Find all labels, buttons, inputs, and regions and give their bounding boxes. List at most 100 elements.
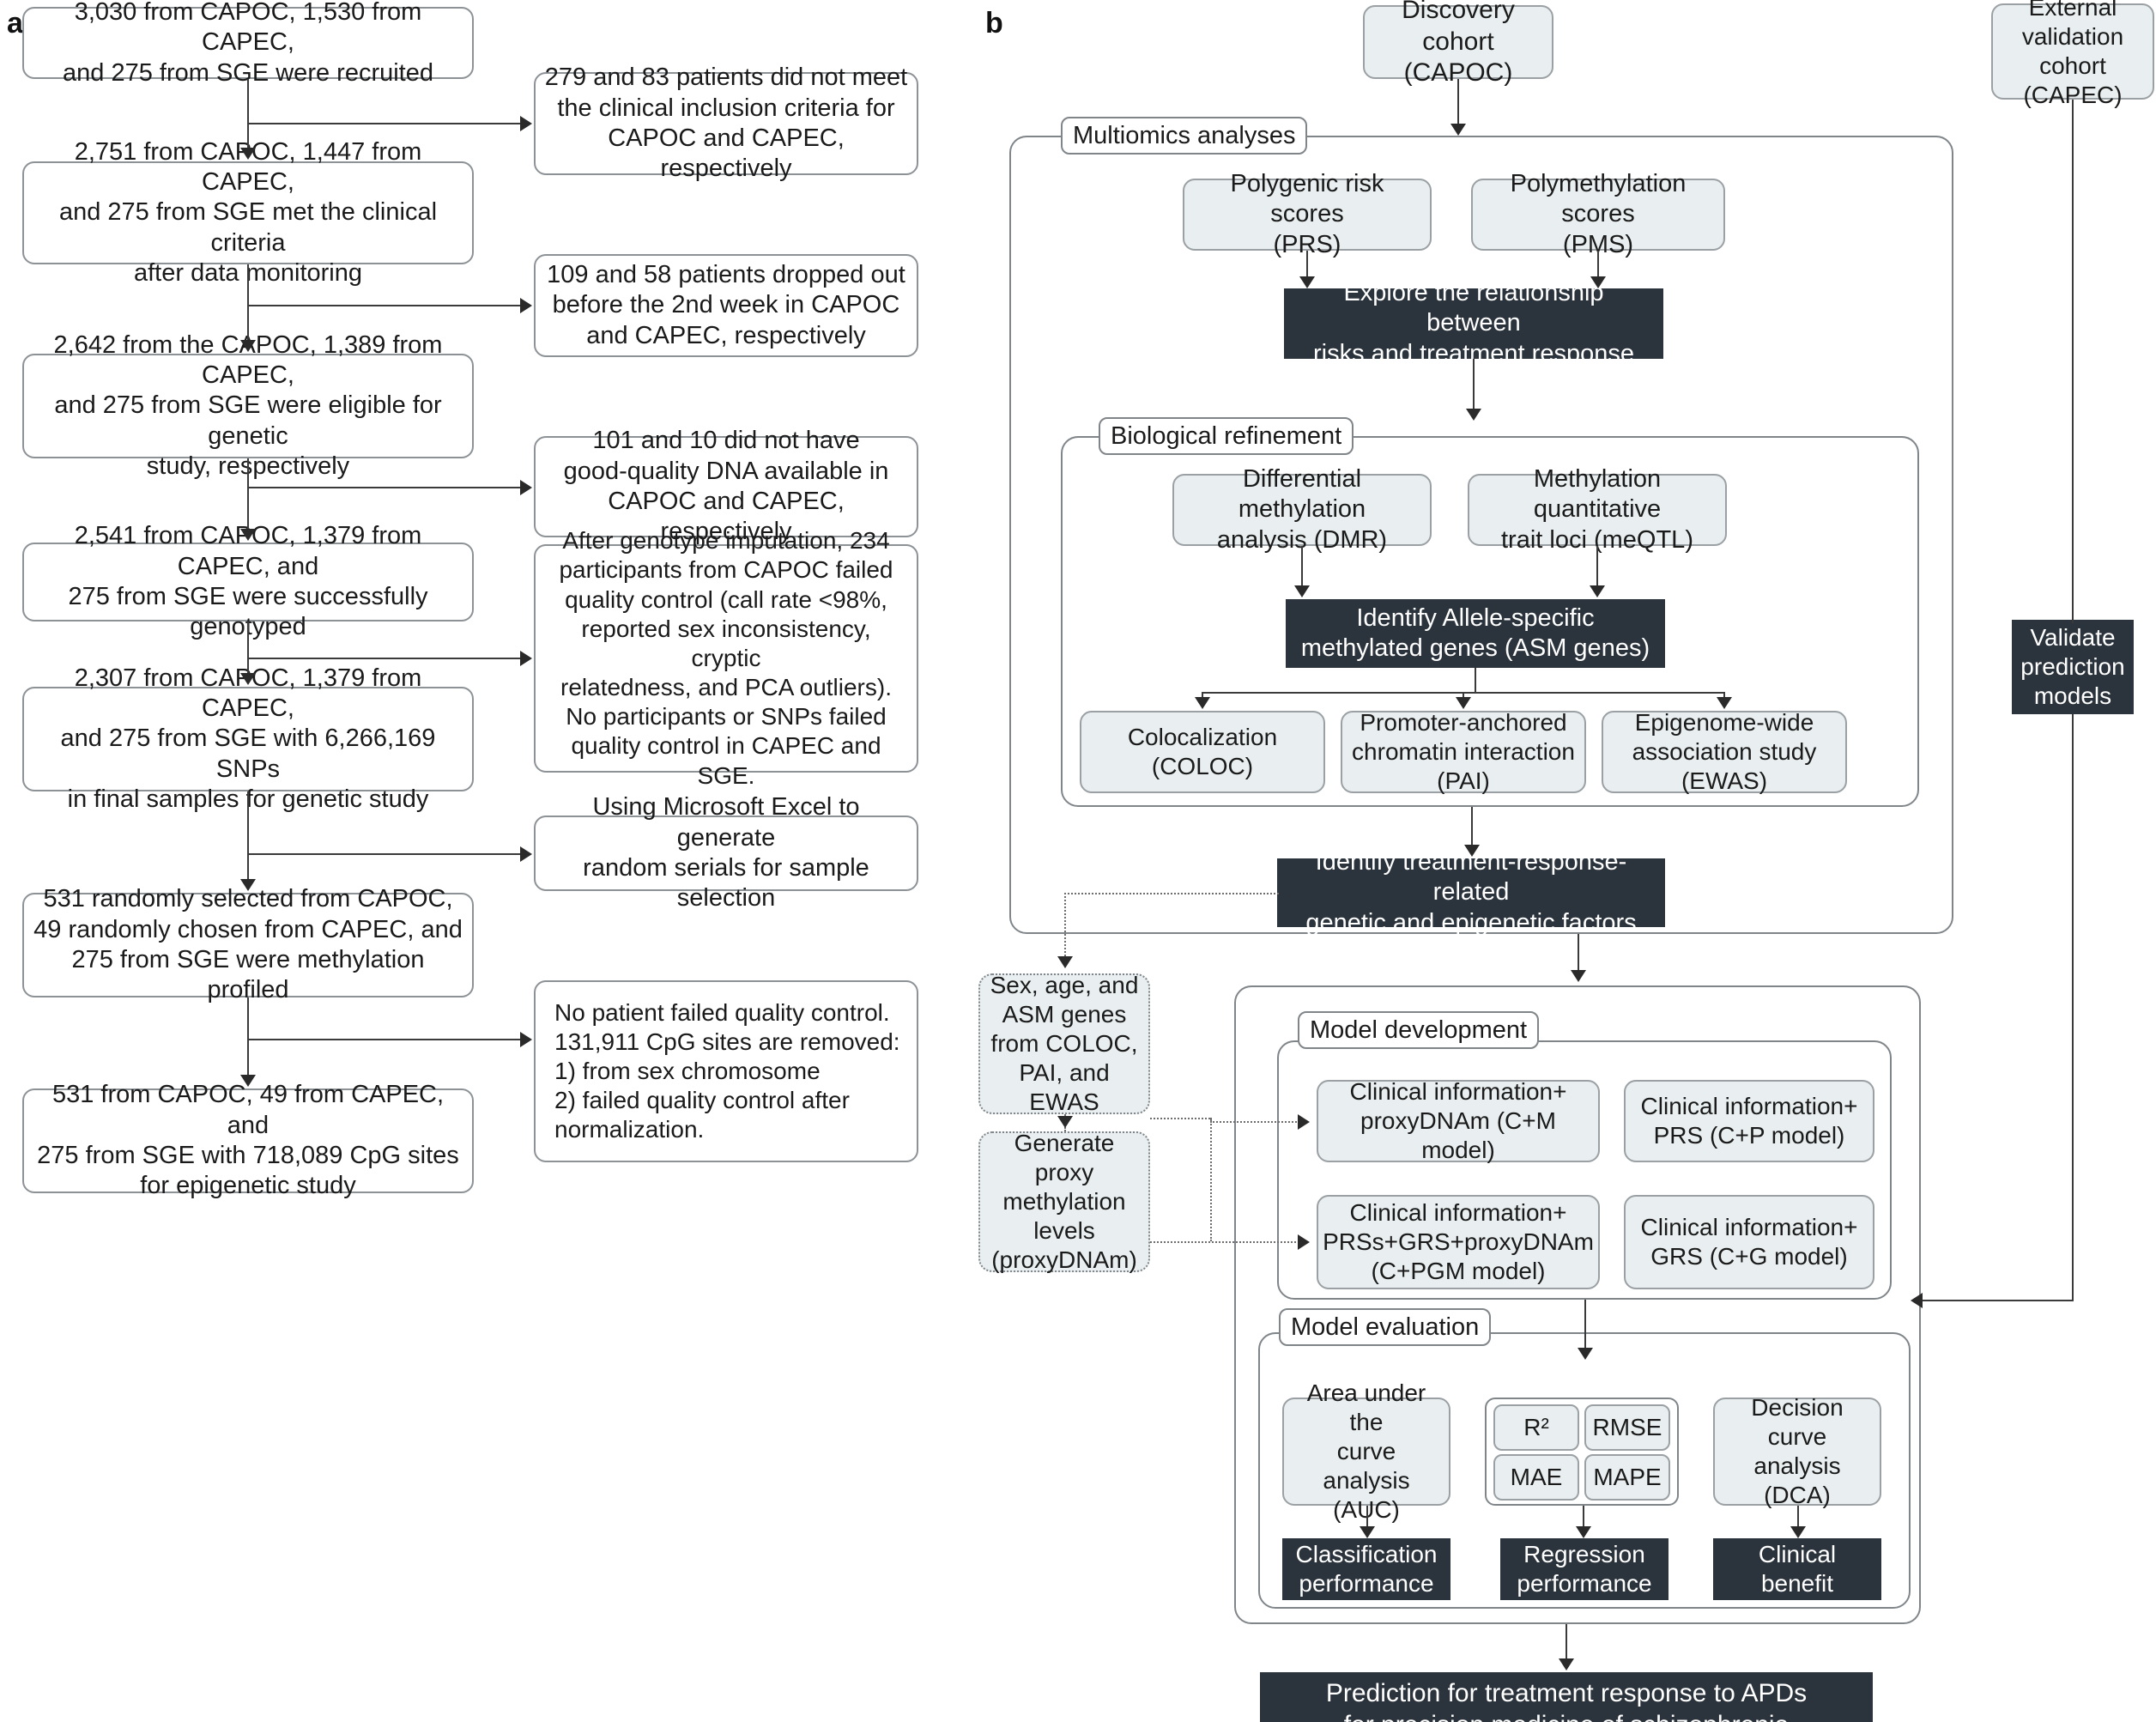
arrowhead-identify-factors: [1464, 845, 1480, 857]
biological-refinement-group: [1061, 436, 1919, 807]
arrowhead-e2: [520, 298, 532, 313]
connector-multiomics-models: [1578, 934, 1579, 970]
clinical-benefit-box: Clinical benefit: [1713, 1538, 1881, 1600]
connector-a6-a7: [247, 997, 249, 1075]
polygenic-risk-scores-box: Polygenic risk scores (PRS): [1183, 170, 1432, 258]
connector-a6-e6: [247, 1039, 522, 1040]
colocalization-box: Colocalization (COLOC): [1080, 711, 1325, 793]
regression-metrics-group: [1485, 1398, 1679, 1506]
connector-models-final: [1566, 1624, 1567, 1658]
arrowhead-a7: [240, 1075, 256, 1087]
meqtl-box: Methylation quantitative trait loci (meQ…: [1468, 465, 1727, 554]
connector-dmr-asm: [1301, 546, 1303, 585]
flow-box-met-criteria: 2,751 from CAPOC, 1,447 from CAPEC, and …: [22, 138, 474, 287]
flow-box-recruited: 3,030 from CAPOC, 1,530 from CAPEC, and …: [22, 0, 474, 87]
connector-a2-a3: [247, 264, 249, 340]
exclusion-box-genotype-qc: After genotype imputation, 234 participa…: [534, 527, 918, 789]
arrowhead-model-cpgm: [1298, 1234, 1310, 1250]
arrowhead-prs-explore: [1299, 276, 1315, 288]
model-evaluation-group-label: Model evaluation: [1279, 1308, 1492, 1346]
identify-asm-genes-box: Identify Allele-specific methylated gene…: [1286, 599, 1665, 668]
arrowhead-meqtl-asm: [1590, 585, 1605, 597]
explore-relationship-box: Explore the relationship between risks a…: [1284, 279, 1663, 367]
metric-r2-label: R²: [1523, 1413, 1549, 1440]
connector-meqtl-asm: [1596, 546, 1598, 585]
external-validation-cohort-box: External validation cohort (CAPEC): [1991, 0, 2154, 108]
arrowhead-final-output: [1559, 1658, 1574, 1670]
connector-a5-e5: [247, 853, 522, 855]
exclusion-box-cpg-removed: No patient failed quality control. 131,9…: [534, 980, 918, 1162]
arrowhead-ewas: [1717, 697, 1732, 709]
connector-a4-a5: [247, 621, 249, 673]
connector-sexage-to-cm-run: [1210, 1121, 1299, 1123]
sex-age-asm-genes-box: Sex, age, and ASM genes from COLOC, PAI,…: [978, 972, 1150, 1115]
model-cm-box: Clinical information+ proxyDNAm (C+M mod…: [1317, 1078, 1600, 1163]
connector-auc-classification: [1366, 1506, 1368, 1526]
connector-a3-a4: [247, 458, 249, 529]
exclusion-box-inclusion-criteria: 279 and 83 patients did not meet the cli…: [534, 64, 918, 182]
arrowhead-coloc: [1195, 697, 1210, 709]
flow-box-genotyped: 2,541 from CAPOC, 1,379 from CAPEC, and …: [22, 522, 474, 640]
connector-dca-benefit: [1797, 1506, 1799, 1526]
regression-performance-box: Regression performance: [1500, 1538, 1668, 1600]
arrowhead-a6: [240, 879, 256, 891]
arrowhead-proxy-methylation: [1057, 1116, 1073, 1128]
connector-bus-coloc: [1202, 692, 1203, 699]
arrowhead-a5: [240, 673, 256, 685]
flow-box-final-snps: 2,307 from CAPOC, 1,379 from CAPEC, and …: [22, 664, 474, 813]
classification-performance-box: Classification performance: [1282, 1538, 1450, 1600]
arrowhead-into-model-container: [1911, 1293, 1923, 1308]
dmr-box: Differential methylation analysis (DMR): [1172, 465, 1432, 554]
arrowhead-sex-age-asm: [1057, 956, 1073, 968]
arrowhead-dmr-asm: [1294, 585, 1310, 597]
connector-a3-e3: [247, 487, 522, 488]
connector-proxy-to-cpgm: [1150, 1241, 1299, 1243]
connector-validate-down: [2072, 714, 2074, 1301]
arrowhead-e6: [520, 1032, 532, 1047]
model-development-group-label: Model development: [1298, 1011, 1540, 1049]
biological-refinement-group-label: Biological refinement: [1099, 417, 1354, 455]
arrowhead-model-cm: [1298, 1114, 1310, 1130]
connector-metrics-regression: [1583, 1506, 1584, 1526]
connector-development-evaluation: [1584, 1300, 1586, 1348]
connector-sexage-to-cm: [1150, 1118, 1210, 1119]
metric-rmse-box: RMSE: [1584, 1404, 1670, 1451]
metric-r2-box: R²: [1493, 1404, 1579, 1451]
ewas-box: Epigenome-wide association study (EWAS): [1602, 709, 1847, 794]
connector-refinement-factors: [1471, 807, 1473, 845]
final-output-box: Prediction for treatment response to APD…: [1260, 1672, 1873, 1722]
connector-bus-ewas: [1723, 692, 1725, 699]
multiomics-group-label: Multiomics analyses: [1061, 117, 1308, 155]
arrowhead-e1: [520, 116, 532, 131]
exclusion-box-dna-quality: 101 and 10 did not have good-quality DNA…: [534, 427, 918, 545]
arrowhead-pai: [1456, 697, 1471, 709]
connector-side-dotted-vertical: [1064, 893, 1066, 956]
arrowhead-e3: [520, 480, 532, 495]
connector-factors-side-dotted: [1064, 893, 1279, 894]
arrowhead-classification: [1360, 1526, 1375, 1538]
generate-proxy-methylation-box: Generate proxy methylation levels (proxy…: [978, 1130, 1150, 1273]
arrowhead-multiomics: [1450, 124, 1466, 136]
connector-discovery-multiomics: [1457, 79, 1459, 124]
polymethylation-scores-box: Polymethylation scores (PMS): [1471, 170, 1725, 258]
discovery-cohort-box: Discovery cohort (CAPOC): [1363, 0, 1553, 87]
metric-mae-box: MAE: [1493, 1454, 1579, 1501]
validate-prediction-models-box: Validate prediction models: [2012, 620, 2134, 714]
multiomics-group: [1009, 136, 1953, 934]
metric-mape-box: MAPE: [1584, 1454, 1670, 1501]
dca-box: Decision curve analysis (DCA): [1713, 1394, 1881, 1508]
connector-a1-a2: [247, 79, 249, 148]
exclusion-box-dropped-out: 109 and 58 patients dropped out before t…: [534, 254, 918, 357]
connector-bus-pai: [1463, 692, 1464, 699]
connector-a5-a6: [247, 791, 249, 879]
connector-a2-e2: [247, 305, 522, 306]
connector-cm-cpgm-link: [1210, 1121, 1212, 1241]
connector-asm-bus: [1475, 668, 1476, 692]
connector-external-validate: [2072, 100, 2074, 623]
identify-factors-box: Identify treatment-response-related gene…: [1277, 848, 1665, 937]
arrowhead-a2: [240, 148, 256, 160]
panel-a-letter: a: [7, 7, 23, 39]
connector-sexage-to-cm-vertical: [1210, 1118, 1212, 1121]
flow-box-epigenetic-study: 531 from CAPOC, 49 from CAPEC, and 275 f…: [22, 1081, 474, 1199]
